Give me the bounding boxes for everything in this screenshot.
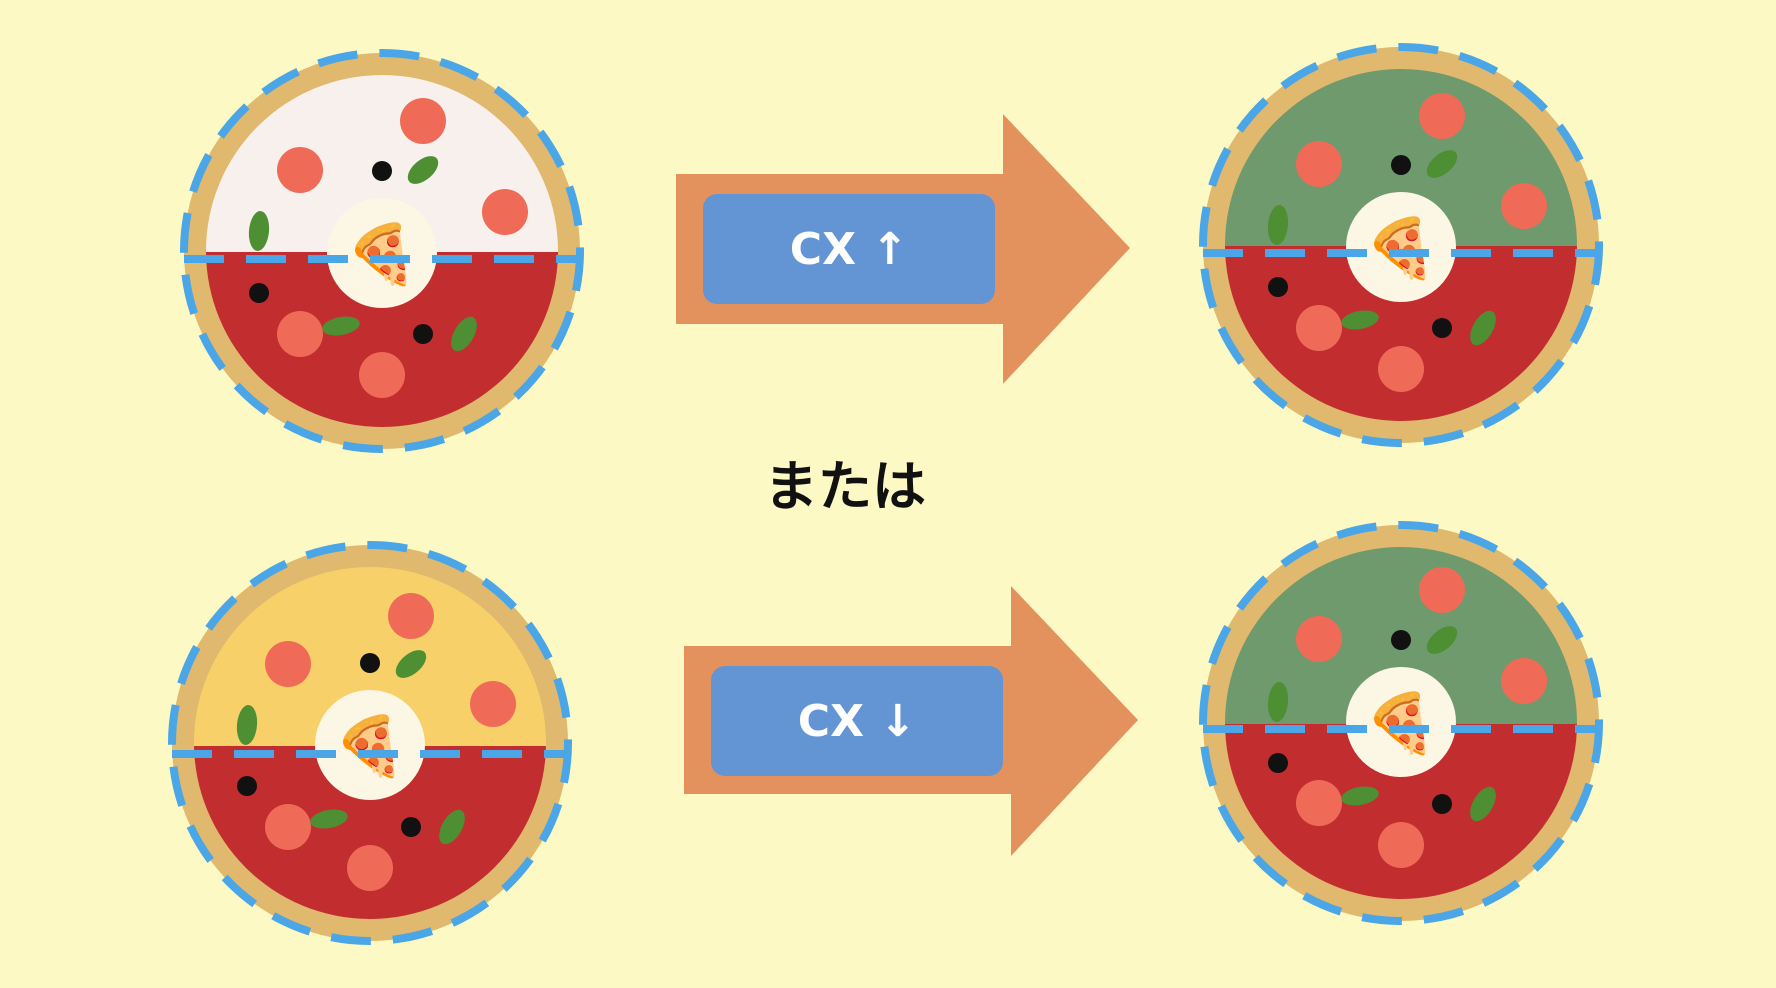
pepperoni (277, 311, 323, 357)
pepperoni (1419, 567, 1465, 613)
pizza-bottom-right: 🍕 (1199, 521, 1603, 925)
pepperoni (1419, 93, 1465, 139)
pizza-emoji-icon: 🍕 (1365, 214, 1437, 282)
olive (1391, 155, 1411, 175)
middle-text-or: または (764, 455, 926, 518)
basil-leaf (1267, 682, 1289, 722)
pepperoni (482, 189, 528, 235)
dashed-outline (180, 49, 584, 453)
basil-leaf (395, 650, 427, 678)
olive (1391, 630, 1411, 650)
pepperoni (1378, 346, 1424, 392)
pepperoni (265, 641, 311, 687)
olive (360, 653, 380, 673)
olive (413, 324, 433, 344)
olive (1268, 753, 1288, 773)
basil-leaf (439, 809, 465, 845)
basil-leaf (1341, 310, 1379, 330)
dashed-outline (1199, 43, 1603, 447)
basil-leaf (407, 156, 439, 184)
pepperoni (400, 98, 446, 144)
cx-up-label-box (703, 194, 995, 304)
pizza-center-plate (1346, 192, 1456, 302)
olive (1432, 318, 1452, 338)
cx-down-label-box (711, 666, 1003, 776)
basil-leaf (1341, 786, 1379, 806)
cx-up-label: CX ↑ (790, 224, 908, 275)
pizza-center-plate (315, 690, 425, 800)
basil-leaf (248, 211, 270, 251)
pepperoni (1296, 305, 1342, 351)
olive (1268, 277, 1288, 297)
pepperoni (1501, 183, 1547, 229)
basil-leaf (1426, 626, 1458, 654)
arrow-bottom: CX ↓ (684, 586, 1138, 856)
basil-leaf (1267, 205, 1289, 245)
dashed-outline (1199, 521, 1603, 925)
pizza-bottom-left: 🍕 (168, 541, 572, 945)
pepperoni (470, 681, 516, 727)
basil-leaf (1470, 310, 1496, 346)
pepperoni (277, 147, 323, 193)
basil-leaf (310, 809, 348, 829)
pizza-center-plate (1346, 667, 1456, 777)
basil-leaf (236, 705, 258, 745)
pizza-top-right: 🍕 (1199, 43, 1603, 447)
olive (249, 283, 269, 303)
olive (372, 161, 392, 181)
pepperoni (1296, 141, 1342, 187)
pepperoni (1296, 616, 1342, 662)
olive (1432, 794, 1452, 814)
dashed-outline (168, 541, 572, 945)
basil-leaf (451, 316, 477, 352)
pizza-top-left: 🍕 (180, 49, 584, 453)
pepperoni (359, 352, 405, 398)
pepperoni (1378, 822, 1424, 868)
pepperoni (1501, 658, 1547, 704)
cx-down-label: CX ↓ (798, 696, 916, 747)
basil-leaf (322, 316, 360, 336)
pizza-center-plate (327, 198, 437, 308)
pepperoni (347, 845, 393, 891)
basil-leaf (1426, 150, 1458, 178)
olive (401, 817, 421, 837)
basil-leaf (1470, 786, 1496, 822)
pepperoni (388, 593, 434, 639)
pepperoni (1296, 780, 1342, 826)
pizza-emoji-icon: 🍕 (334, 712, 406, 780)
pizza-emoji-icon: 🍕 (1365, 689, 1437, 757)
pizza-emoji-icon: 🍕 (346, 220, 418, 288)
pepperoni (265, 804, 311, 850)
arrow-top: CX ↑ (676, 114, 1130, 384)
olive (237, 776, 257, 796)
